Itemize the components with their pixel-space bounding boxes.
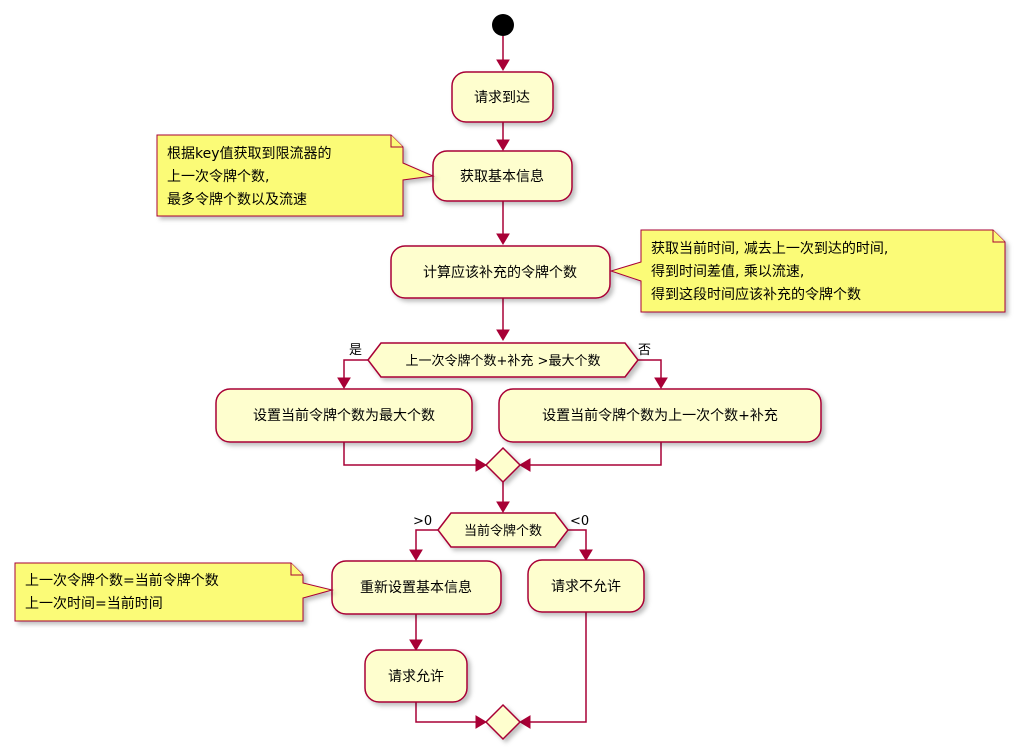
arrow-head: [654, 377, 668, 389]
activity-request-arrive: [451, 71, 554, 123]
activity-set-sum-label: 设置当前令牌个数为上一次个数+补充: [542, 407, 778, 424]
merge-node-1: [484, 446, 522, 484]
note-1: [156, 134, 435, 217]
arrow-head: [496, 501, 510, 513]
note-2-line-2: 得到时间差值, 乘以流速,: [651, 263, 804, 280]
edge-merge-left: [343, 442, 478, 466]
branch-label-gt-zero: >0: [413, 514, 432, 529]
arrow-head: [409, 639, 423, 651]
activity-deny: [527, 559, 645, 613]
arrow-head: [519, 715, 531, 729]
activity-reset-info: [331, 560, 502, 615]
activity-set-sum: [498, 388, 822, 443]
note-3: [14, 562, 334, 622]
edge-merge-right: [528, 442, 662, 466]
note-3-line-1: 上一次令牌个数=当前令牌个数: [25, 572, 219, 589]
activity-request-arrive-label: 请求到达: [474, 90, 530, 106]
arrow-head: [496, 233, 510, 245]
edge-lt-zero: [568, 529, 587, 552]
activity-compute-refill-label: 计算应该补充的令牌个数: [423, 264, 577, 281]
note-1-line-1: 根据key值获取到限流器的: [167, 146, 332, 162]
note-2: [609, 229, 1006, 313]
activity-set-max: [215, 388, 473, 443]
arrow-head: [496, 59, 510, 71]
note-3-line-2: 上一次时间=当前时间: [25, 595, 163, 612]
start-node: [492, 14, 514, 36]
activity-compute-refill: [390, 245, 611, 299]
activity-allow-label: 请求允许: [388, 669, 444, 685]
edge-allow-merge: [415, 702, 478, 723]
activity-allow: [364, 649, 468, 703]
arrow-head: [475, 458, 487, 472]
arrow-head: [409, 549, 423, 561]
edge-yes-branch: [343, 359, 368, 380]
arrow-head: [579, 549, 593, 561]
edge-no-branch: [638, 359, 662, 380]
arrow-head: [496, 139, 510, 151]
arrow-head: [475, 715, 487, 729]
note-2-line-3: 得到这段时间应该补充的令牌个数: [651, 286, 861, 303]
arrow-head: [519, 458, 531, 472]
branch-label-lt-zero: <0: [570, 514, 589, 529]
arrow-head: [496, 329, 510, 341]
note-1-line-3: 最多令牌个数以及流速: [167, 191, 307, 208]
activity-deny-label: 请求不允许: [551, 579, 621, 595]
arrow-head: [337, 377, 351, 389]
decision-current-tokens: [437, 512, 569, 548]
decision-compare-label: 上一次令牌个数+补充 >最大个数: [406, 353, 601, 369]
activity-get-basic-info-label: 获取基本信息: [460, 168, 544, 185]
branch-label-no: 否: [638, 343, 651, 358]
activity-set-max-label: 设置当前令牌个数为最大个数: [253, 407, 435, 424]
edges: [337, 36, 668, 729]
branch-label-yes: 是: [349, 343, 362, 358]
note-2-line-1: 获取当前时间, 减去上一次到达的时间,: [651, 240, 888, 257]
edge-gt-zero: [415, 529, 438, 552]
edge-deny-merge: [528, 612, 587, 723]
note-1-line-2: 上一次令牌个数,: [167, 168, 269, 185]
decision-current-tokens-label: 当前令牌个数: [464, 523, 542, 539]
merge-node-2: [484, 703, 522, 741]
decision-compare: [367, 342, 639, 378]
activity-reset-info-label: 重新设置基本信息: [360, 579, 472, 596]
